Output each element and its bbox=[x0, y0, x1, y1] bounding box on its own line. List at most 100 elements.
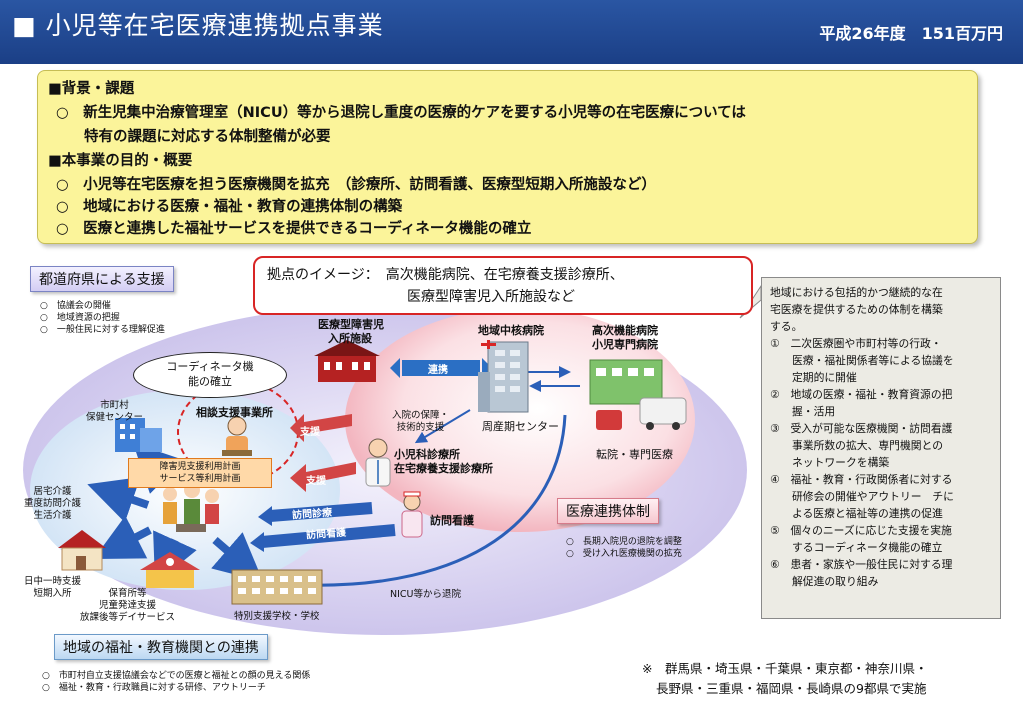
daytime-support-label: 日中一時支援 短期入所 bbox=[24, 576, 81, 600]
nursery-icon bbox=[140, 552, 200, 588]
callout-line: 地域における包括的かつ継続的な在 bbox=[770, 286, 943, 299]
shien-label-1: 支援 bbox=[300, 427, 320, 438]
overview-line: ○ 医療と連携した福祉サービスを提供できるコーディネータ機能の確立 bbox=[56, 221, 532, 237]
nyuin-label: 入院の保障・ 技術的支援 bbox=[392, 410, 449, 434]
page-title: ■ 小児等在宅医療連携拠点事業 bbox=[12, 11, 384, 40]
family-arrow bbox=[87, 477, 150, 523]
medical-cooperation-item: ○ 受け入れ医療機関の拡充 bbox=[566, 549, 682, 559]
callout-line: する。 bbox=[770, 320, 803, 333]
budget-label: 平成26年度 151百万円 bbox=[819, 24, 1003, 43]
callout-box: 地域における包括的かつ継続的な在 宅医療を提供するための体制を構築 する。 ① … bbox=[761, 277, 1001, 619]
transfer-label: 転院・専門医療 bbox=[596, 448, 673, 461]
callout-line: ⑤ 個々のニーズに応じた支援を実施 bbox=[770, 524, 952, 537]
nyusho-facility-icon bbox=[314, 340, 380, 382]
health-center-icon bbox=[115, 418, 162, 452]
home-nursing-arrow-label: 訪問看護 bbox=[305, 527, 347, 542]
nyusho-label: 医療型障害児 入所施設 bbox=[318, 318, 384, 346]
callout-line: するコーディネータ機能の確立 bbox=[792, 541, 943, 554]
overview-line: ○ 新生児集中治療管理室（NICU）等から退院し重度の医療的ケアを要する小児等の… bbox=[56, 105, 746, 121]
callout-line: 解促進の取り組み bbox=[792, 575, 879, 588]
clinic-line: 小児科診療所 bbox=[394, 448, 460, 461]
school-icon bbox=[231, 569, 323, 605]
nursery-line: 放課後等デイサービス bbox=[80, 612, 176, 623]
medical-cooperation-item: ○ 長期入院児の退院を調整 bbox=[566, 537, 682, 547]
shien-label-2: 支援 bbox=[306, 476, 326, 487]
callout-line: ④ 福祉・教育・行政関係者に対する bbox=[770, 473, 953, 486]
koji-hospital-label: 高次機能病院 小児専門病院 bbox=[592, 324, 658, 352]
nyuin-line: 技術的支援 bbox=[396, 422, 445, 433]
health-center-line: 市町村 bbox=[100, 400, 129, 411]
prefecture-item: ○ 協議会の開催 bbox=[40, 301, 111, 311]
callout-line: よる医療と福祉等の連携の促進 bbox=[792, 507, 943, 520]
coordinator-ellipse: コーディネータ機 能の確立 bbox=[133, 352, 287, 398]
callout-line: ③ 受入が可能な医療機関・訪問看護 bbox=[770, 422, 953, 435]
home-nursing-label: 訪問看護 bbox=[430, 514, 474, 527]
note-line: 長野県・三重県・福岡県・長崎県の9都県で実施 bbox=[656, 681, 927, 696]
nyusho-label-line: 入所施設 bbox=[328, 332, 372, 345]
callout-line: ⑥ 患者・家族や一般住民に対する理 bbox=[770, 558, 953, 571]
coordinator-line: コーディネータ機 bbox=[166, 360, 254, 373]
chiiki-hospital-label: 地域中核病院 bbox=[478, 324, 544, 337]
callout-line: 握・活用 bbox=[792, 405, 836, 418]
overview-line: ○ 小児等在宅医療を担う医療機関を拡充 （診療所、訪問看護、医療型短期入所施設な… bbox=[56, 177, 656, 193]
school-label: 特別支援学校・学校 bbox=[234, 611, 320, 622]
home-care-line: 居宅介護 bbox=[33, 486, 72, 497]
home-care-line: 重度訪問介護 bbox=[24, 498, 82, 509]
home-care-line: 生活介護 bbox=[33, 510, 72, 521]
callout-line: ネットワークを構築 bbox=[792, 456, 890, 469]
overview-line: 特有の課題に対応する体制整備が必要 bbox=[84, 129, 331, 145]
callout-line: 事業所数の拡大、専門機関との bbox=[792, 439, 944, 452]
consultation-office-label: 相談支援事業所 bbox=[196, 406, 273, 419]
coordinator-line: 能の確立 bbox=[188, 375, 232, 388]
callout-line: 定期的に開催 bbox=[792, 371, 857, 384]
callout-line: ② 地域の医療・福祉・教育資源の把 bbox=[770, 388, 953, 401]
kyoten-image-box: 拠点のイメージ： 高次機能病院、在宅療養支援診療所、 医療型障害児入所施設など bbox=[253, 256, 753, 315]
home-visit-label: 訪問診療 bbox=[291, 507, 333, 522]
prefecture-item: ○ 地域資源の把握 bbox=[40, 313, 120, 323]
koji-hospital-line: 小児専門病院 bbox=[592, 338, 658, 351]
koji-hospital-line: 高次機能病院 bbox=[592, 324, 658, 337]
welfare-item: ○ 市町村自立支援協議会などでの医療と福祉との顔の見える関係 bbox=[42, 671, 311, 681]
house-icon bbox=[58, 530, 106, 571]
welfare-item: ○ 福祉・教育・行政職員に対する研修、アウトリーチ bbox=[42, 683, 266, 693]
shien-arrow-1 bbox=[290, 414, 352, 442]
health-center-label: 市町村 保健センター bbox=[86, 400, 143, 424]
health-center-line: 保健センター bbox=[86, 412, 144, 423]
prefecture-item: ○ 一般住民に対する理解促進 bbox=[40, 325, 165, 335]
medical-cooperation-title: 医療連携体制 bbox=[557, 498, 659, 524]
nicu-discharge-label: NICU等から退院 bbox=[390, 589, 461, 600]
clinic-line: 在宅療養支援診療所 bbox=[394, 462, 493, 475]
family-arrow bbox=[93, 515, 152, 559]
daytime-support-line: 日中一時支援 bbox=[24, 576, 82, 587]
chiiki-hospital-icon bbox=[478, 340, 529, 413]
nursery-line: 児童発達支援 bbox=[99, 600, 157, 611]
nursery-label: 保育所等 児童発達支援 放課後等デイサービス bbox=[80, 588, 175, 624]
family-arrow bbox=[211, 532, 264, 582]
nursery-line: 保育所等 bbox=[108, 588, 147, 599]
overview-line: ■背景・課題 bbox=[48, 81, 135, 97]
prefecture-support-title: 都道府県による支援 bbox=[30, 266, 174, 292]
overview-box: ■背景・課題 ○ 新生児集中治療管理室（NICU）等から退院し重度の医療的ケアを… bbox=[37, 70, 978, 244]
clinic-label: 小児科診療所 在宅療養支援診療所 bbox=[394, 448, 493, 476]
houmon-arrow-1 bbox=[269, 502, 373, 522]
header-bar: ■ 小児等在宅医療連携拠点事業 平成26年度 151百万円 bbox=[0, 0, 1023, 64]
overview-line: ■本事業の目的・概要 bbox=[48, 153, 193, 169]
note-line: ※ 群馬県・埼玉県・千葉県・東京都・神奈川県・ bbox=[642, 661, 928, 676]
family-icon bbox=[163, 482, 219, 532]
koji-hospital-icon bbox=[589, 359, 687, 430]
callout-line: 宅医療を提供するための体制を構築 bbox=[770, 303, 943, 316]
nyusho-label-line: 医療型障害児 bbox=[318, 318, 384, 331]
home-care-label: 居宅介護 重度訪問介護 生活介護 bbox=[24, 486, 81, 522]
plan-box: 障害児支援利用計画 サービス等利用計画 bbox=[128, 458, 272, 488]
callout-line: 研修会の開催やアウトリー チに bbox=[792, 490, 954, 503]
nurse-icon bbox=[401, 491, 423, 538]
kyoten-line: 医療型障害児入所施設など bbox=[407, 289, 575, 305]
nicu-discharge-arrow bbox=[291, 414, 567, 595]
nyuin-line: 入院の保障・ bbox=[392, 410, 450, 421]
plan-line: サービス等利用計画 bbox=[159, 474, 241, 484]
callout-line: 医療・福祉関係者等による協議を bbox=[792, 354, 954, 367]
shien-arrow-2 bbox=[290, 462, 356, 492]
renkei-label: 連携 bbox=[428, 365, 448, 376]
doctor-icon bbox=[365, 438, 391, 487]
consultation-worker-icon bbox=[222, 416, 252, 456]
